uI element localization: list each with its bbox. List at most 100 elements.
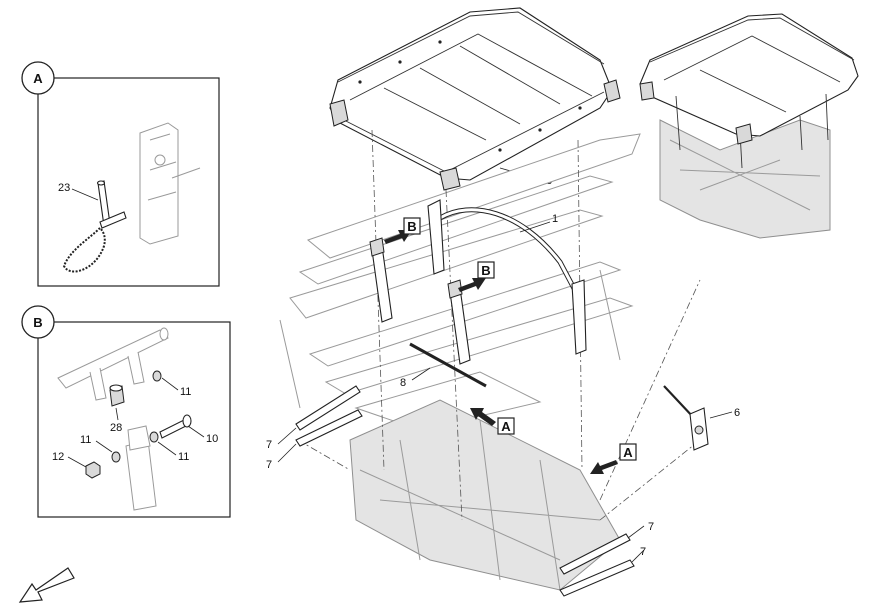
detail-b-label-10: 10 bbox=[206, 433, 218, 445]
detail-b-label-11-right: 11 bbox=[178, 451, 189, 463]
detail-b-leader-11-right bbox=[157, 441, 177, 456]
detail-b-washer-right bbox=[149, 431, 159, 443]
inset-mount-left bbox=[639, 81, 655, 101]
strut-center-cap bbox=[447, 279, 463, 299]
detail-a-pin-end bbox=[96, 180, 106, 186]
view-tag-b-upper-letter: B bbox=[407, 219, 416, 234]
label-strip-3: 7 bbox=[648, 521, 654, 533]
detail-a-frame bbox=[37, 77, 220, 287]
struts: 8 bbox=[369, 237, 487, 389]
view-tag-a-center-letter: A bbox=[501, 419, 511, 434]
label-bracket: 6 bbox=[734, 407, 740, 419]
canopy-corner-mount-left bbox=[329, 99, 349, 127]
support-tube-right-bracket bbox=[571, 279, 587, 355]
leader-bracket bbox=[709, 411, 733, 419]
ghost-slat-1 bbox=[306, 133, 641, 259]
inset-frame-lines bbox=[669, 139, 821, 211]
detail-b-leader-12 bbox=[67, 456, 87, 468]
leader-bar bbox=[411, 367, 431, 381]
canopy-rivet bbox=[578, 106, 582, 110]
detail-b-label-11-left: 11 bbox=[80, 434, 91, 446]
trim-strip-lower-left bbox=[295, 409, 363, 447]
detail-a-pivot-post bbox=[139, 122, 179, 245]
canopy-rivet bbox=[538, 128, 542, 132]
detail-a-badge bbox=[21, 61, 55, 95]
canopy-rivet bbox=[438, 40, 442, 44]
view-arrow-a-right-icon bbox=[590, 460, 618, 474]
label-strip-4: 7 bbox=[640, 546, 646, 558]
leader-strip-4 bbox=[631, 549, 645, 563]
inset-canopy-lines bbox=[649, 17, 855, 113]
canopy-roof-edge bbox=[337, 11, 605, 83]
projection-line bbox=[445, 189, 463, 521]
projection-line bbox=[371, 129, 385, 471]
view-tag-b-lower-letter: B bbox=[481, 263, 490, 278]
detail-view-a: A 23 bbox=[21, 61, 220, 287]
detail-b-letter: B bbox=[33, 315, 42, 330]
view-tag-b-upper bbox=[403, 217, 421, 235]
detail-b-arm-head bbox=[127, 425, 151, 451]
canopy-roof: 3 bbox=[329, 7, 621, 191]
detail-b-tube-end bbox=[159, 327, 169, 341]
detail-a-axis bbox=[171, 167, 201, 179]
detail-b-bushing-top bbox=[109, 384, 123, 392]
detail-b-label-11-top: 11 bbox=[180, 386, 191, 398]
detail-a-post-lines bbox=[147, 133, 177, 201]
canopy-rivet bbox=[498, 148, 502, 152]
canopy-corner-mount-right bbox=[603, 79, 621, 103]
ghost-slat-4 bbox=[308, 261, 622, 367]
detail-a-post-hole bbox=[154, 154, 166, 166]
support-tube-inner bbox=[439, 208, 582, 347]
detail-b-label-12: 12 bbox=[52, 451, 64, 463]
label-strip-2: 7 bbox=[266, 459, 272, 471]
canopy-rivet bbox=[398, 60, 402, 64]
view-tag-b-lower bbox=[477, 261, 495, 279]
detail-b-cross-tube bbox=[57, 329, 169, 389]
view-arrow-a-center-icon bbox=[470, 408, 496, 426]
canopy-corner-mount-front bbox=[439, 167, 461, 191]
label-tube: 1 bbox=[552, 213, 558, 225]
detail-b-washer-left bbox=[111, 451, 121, 463]
trim-strips: 7 7 7 7 bbox=[266, 385, 654, 597]
detail-b-leader-11-left bbox=[95, 440, 113, 453]
label-strip-1: 7 bbox=[266, 439, 272, 451]
detail-a-letter: A bbox=[33, 71, 43, 86]
detail-b-lug-left bbox=[89, 367, 107, 401]
detail-a-label-23: 23 bbox=[58, 182, 70, 194]
latch-knob bbox=[694, 425, 704, 435]
latch-bracket: 6 bbox=[663, 385, 740, 451]
view-tag-a-right-letter: A bbox=[623, 445, 633, 460]
inset-posts bbox=[675, 93, 829, 169]
detail-b-washer-top bbox=[152, 370, 162, 382]
ghost-slat-3 bbox=[289, 209, 604, 319]
detail-b-lug-right bbox=[127, 351, 145, 385]
view-arrow-b-lower-icon bbox=[458, 278, 486, 292]
latch-rod bbox=[663, 385, 695, 419]
view-tag-a-center bbox=[497, 417, 515, 435]
leader-strip-3 bbox=[627, 525, 645, 539]
leader-tube bbox=[519, 221, 551, 233]
detail-b-leader-11-top bbox=[161, 377, 179, 391]
projection-line bbox=[599, 439, 701, 521]
cross-bar bbox=[409, 342, 487, 388]
leader-strip-1 bbox=[277, 427, 297, 445]
orientation-arrow-icon bbox=[18, 567, 75, 603]
trim-strip-lower-right bbox=[559, 559, 635, 597]
detail-b-badge bbox=[21, 305, 55, 339]
strut-left-cap bbox=[369, 237, 385, 257]
projection-line bbox=[599, 279, 701, 501]
view-arrows: B B A A bbox=[384, 217, 637, 474]
assembled-view-inset bbox=[639, 13, 859, 239]
detail-a-lanyard bbox=[62, 227, 106, 273]
inset-mount-front bbox=[735, 123, 753, 145]
detail-b-nut bbox=[85, 461, 101, 479]
ghost-base-lines bbox=[359, 419, 601, 591]
canopy-rivet bbox=[358, 80, 362, 84]
detail-b-leader-28 bbox=[115, 407, 119, 421]
detail-b-label-28: 28 bbox=[110, 422, 122, 434]
inset-canopy-shell bbox=[639, 13, 859, 137]
trim-strip-upper-right bbox=[559, 533, 631, 575]
detail-view-b: B 11 28 10 11 11 12 bbox=[21, 305, 231, 518]
view-tag-a-right bbox=[619, 443, 637, 461]
